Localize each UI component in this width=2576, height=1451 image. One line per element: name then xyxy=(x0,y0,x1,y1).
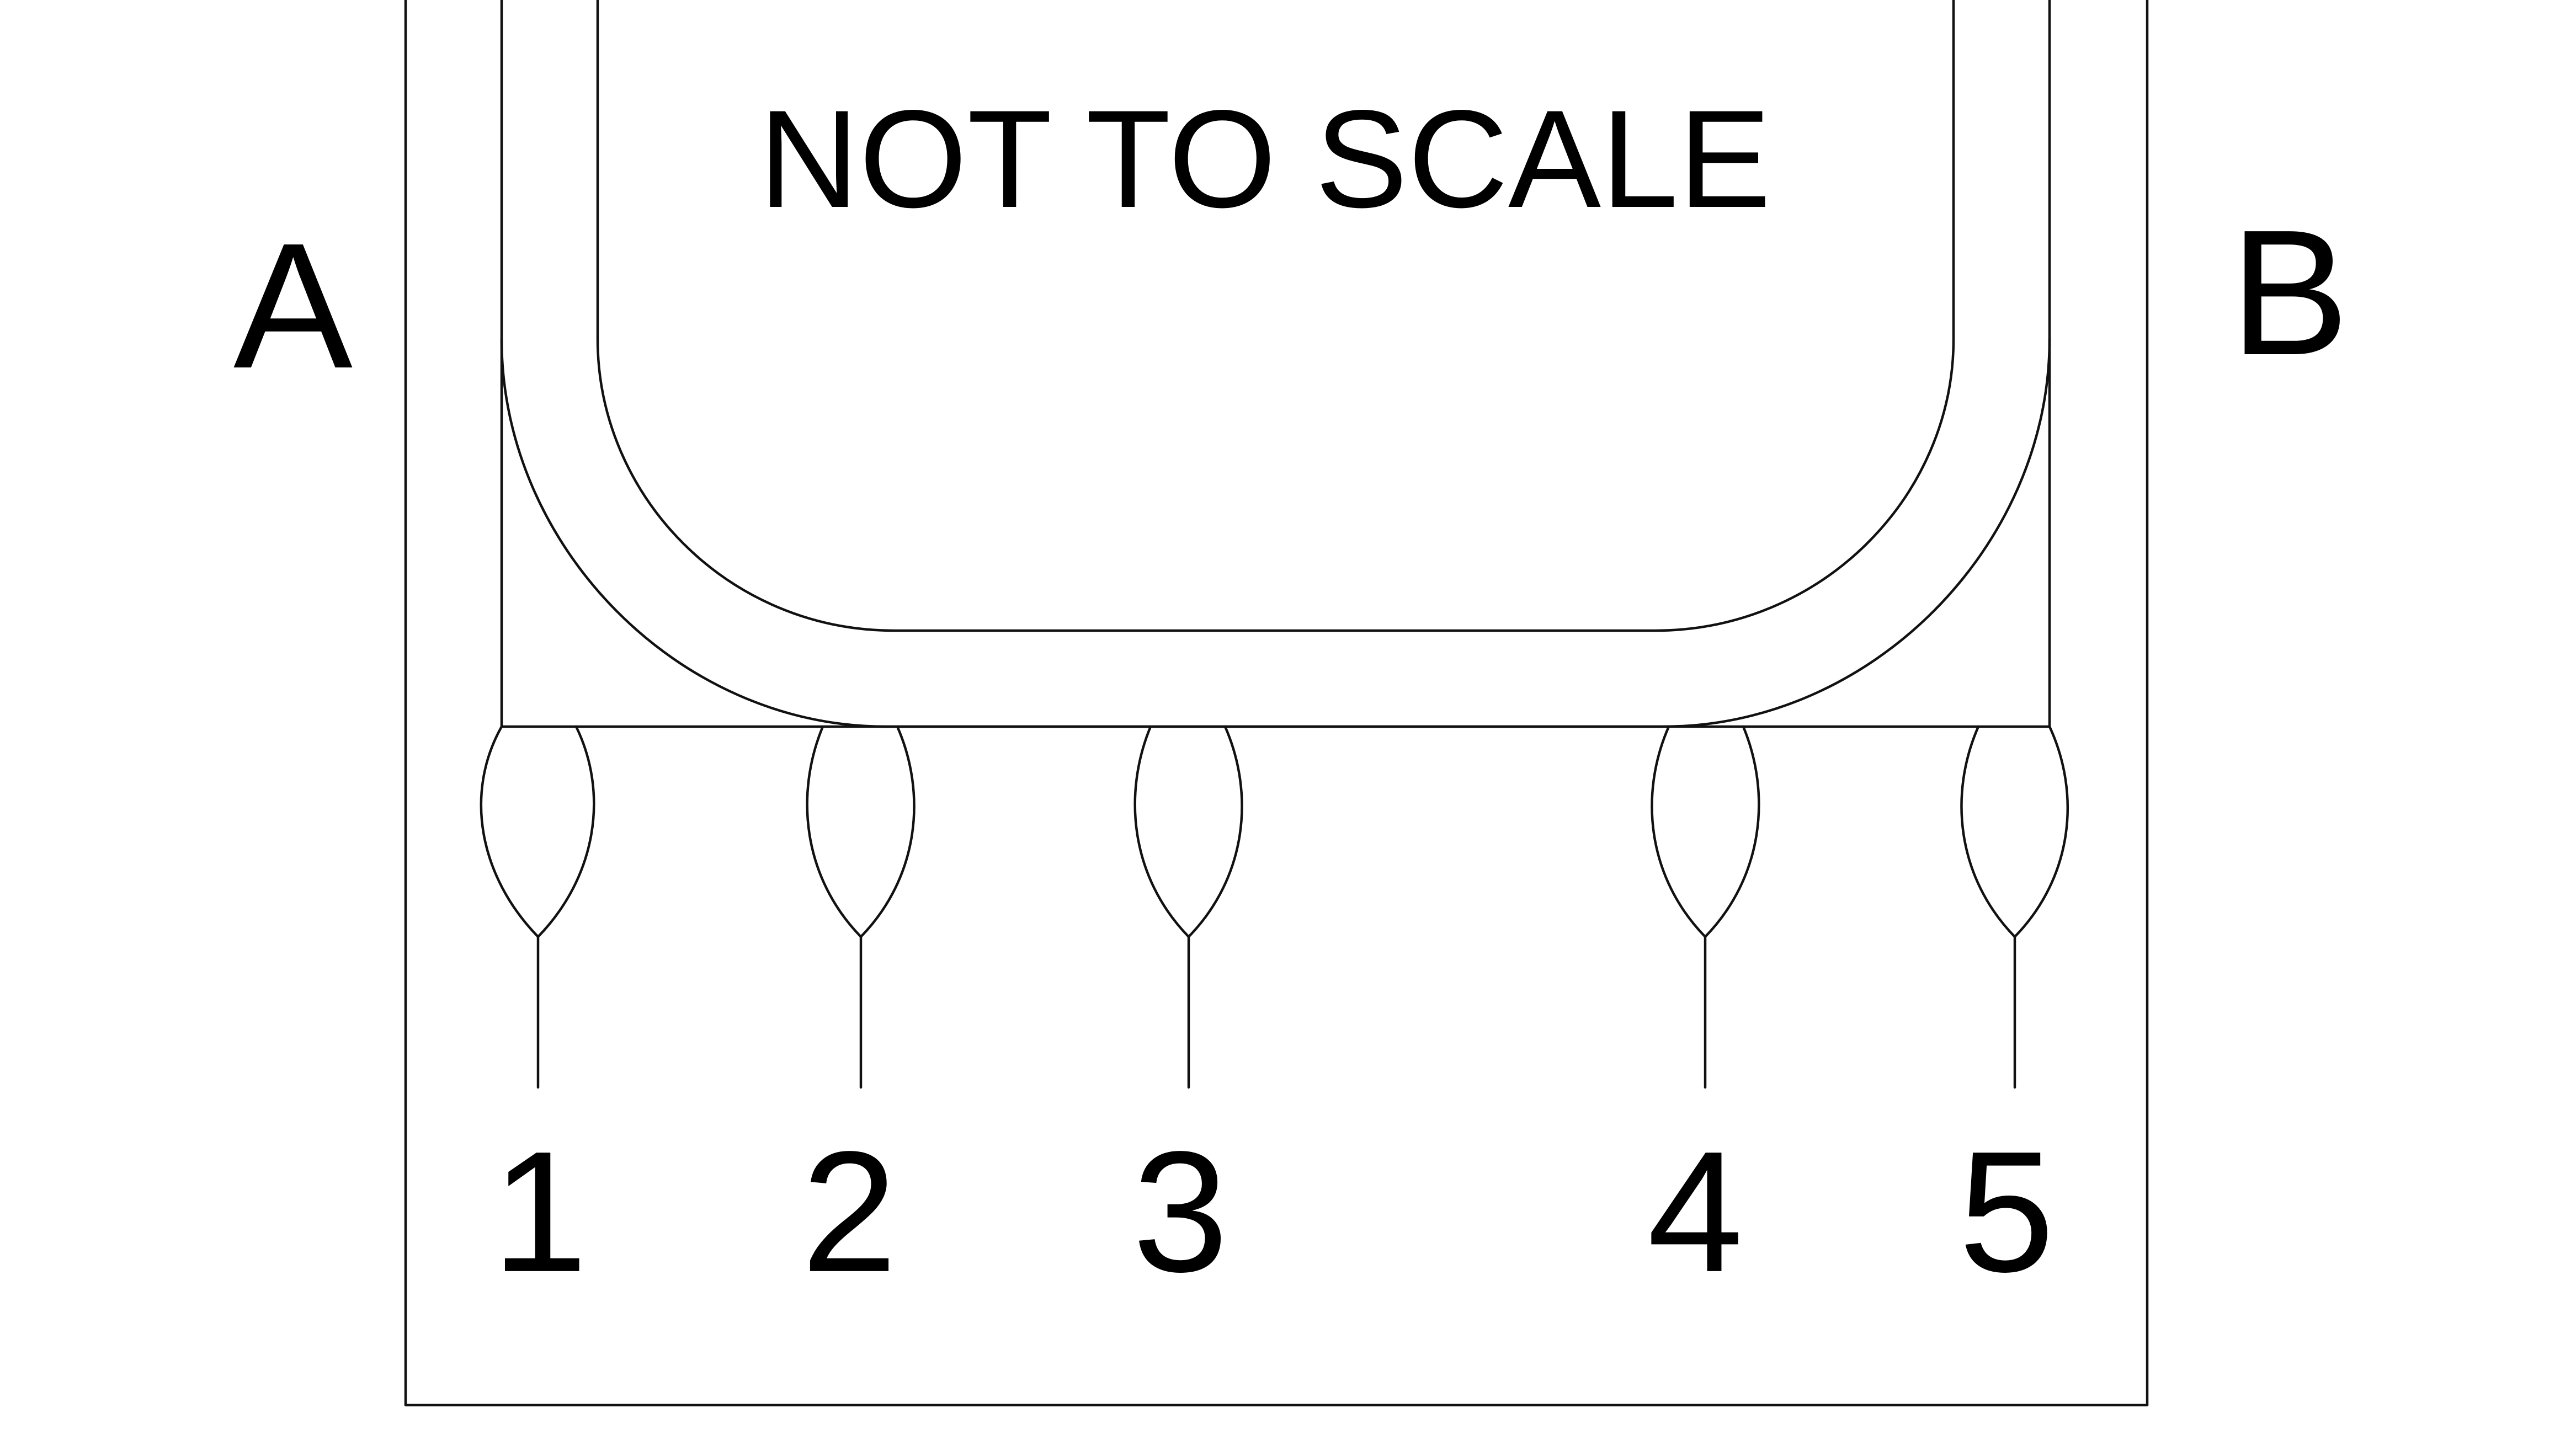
outer-frame xyxy=(406,0,2147,1405)
electrode-1 xyxy=(481,727,594,1087)
channel-inner-wall xyxy=(598,0,1954,631)
electrode-label-1: 1 xyxy=(492,1116,588,1308)
electrode-label-5: 5 xyxy=(1958,1116,2055,1308)
electrode-label-4: 4 xyxy=(1647,1116,1743,1308)
electrode-contact xyxy=(1652,727,1759,937)
electrode-contact xyxy=(1135,727,1242,937)
not-to-scale-note: NOT TO SCALE xyxy=(759,82,1771,237)
side-label-a: A xyxy=(233,206,354,406)
electrode-label-2: 2 xyxy=(801,1116,897,1308)
electrode-3 xyxy=(1135,727,1242,1087)
side-label-b: B xyxy=(2230,193,2349,392)
electrode-contact xyxy=(807,727,914,937)
electrode-4 xyxy=(1652,727,1759,1087)
electrode-contact xyxy=(1961,727,2067,937)
electrode-contact xyxy=(481,727,594,937)
electrode-5 xyxy=(1961,727,2067,1087)
electrode-label-3: 3 xyxy=(1132,1116,1228,1308)
electrode-2 xyxy=(807,727,914,1087)
